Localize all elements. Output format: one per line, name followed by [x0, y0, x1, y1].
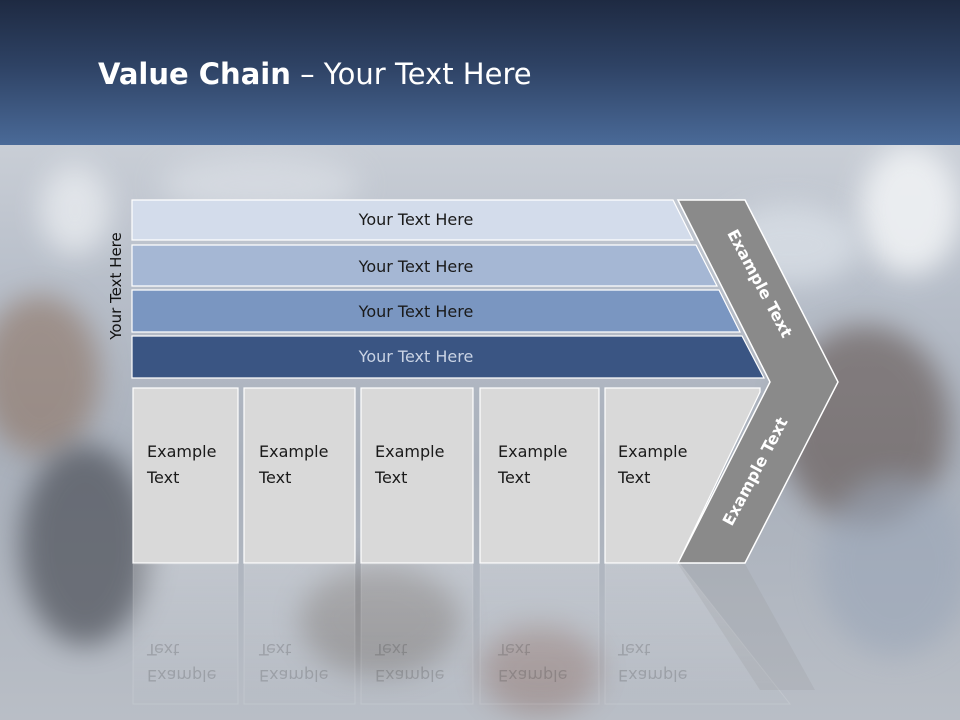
reflection — [132, 563, 815, 705]
bar-4-label: Your Text Here — [358, 347, 474, 366]
box-2-reflection: Example Text — [259, 636, 328, 688]
box-5-reflection-line1: Example — [618, 666, 688, 685]
box-2-reflection-line2: Text — [259, 640, 292, 659]
box-5-reflection-line2: Text — [618, 640, 651, 659]
page-title: Value Chain – Your Text Here — [98, 54, 532, 94]
box-5-reflection: Example Text — [618, 636, 687, 688]
box-2-line1: Example — [259, 442, 329, 461]
bar-4 — [131, 335, 765, 379]
box-3-line2: Text — [375, 468, 408, 487]
activity-box-5 — [604, 387, 761, 564]
box-5-line2: Text — [618, 468, 651, 487]
box-1-reflection: Example Text — [147, 636, 216, 688]
box-4-line2: Text — [498, 468, 531, 487]
title-bold: Value Chain — [98, 57, 291, 91]
box-2-line2: Text — [259, 468, 292, 487]
box-3-reflection-line2: Text — [375, 640, 408, 659]
chevron-arrow — [676, 199, 839, 564]
box-4-reflection-line1: Example — [498, 666, 568, 685]
box-2-reflection-line1: Example — [259, 666, 329, 685]
box-1-line1: Example — [147, 442, 217, 461]
header-band: Value Chain – Your Text Here — [0, 0, 960, 145]
box-4-reflection-line2: Text — [498, 640, 531, 659]
box-1-line2: Text — [147, 468, 180, 487]
bar-2 — [131, 244, 718, 287]
activity-box-1 — [132, 387, 239, 564]
box-3-reflection-line1: Example — [375, 666, 445, 685]
box-3-reflection: Example Text — [375, 636, 444, 688]
activity-box-3 — [360, 387, 474, 564]
bar-3 — [131, 289, 741, 333]
bar-1-label: Your Text Here — [358, 210, 474, 229]
bar-1 — [131, 199, 694, 241]
activity-box-2 — [243, 387, 356, 564]
side-label-text: Your Text Here — [107, 232, 125, 340]
bar-3-label: Your Text Here — [358, 302, 474, 321]
title-rest: – Your Text Here — [290, 57, 532, 91]
box-4-reflection: Example Text — [498, 636, 567, 688]
activity-box-4 — [479, 387, 600, 564]
box-3-line1: Example — [375, 442, 445, 461]
box-5-line1: Example — [618, 442, 688, 461]
box-1-reflection-line1: Example — [147, 666, 217, 685]
box-4-line1: Example — [498, 442, 568, 461]
box-1-reflection-line2: Text — [147, 640, 180, 659]
bar-2-label: Your Text Here — [358, 257, 474, 276]
